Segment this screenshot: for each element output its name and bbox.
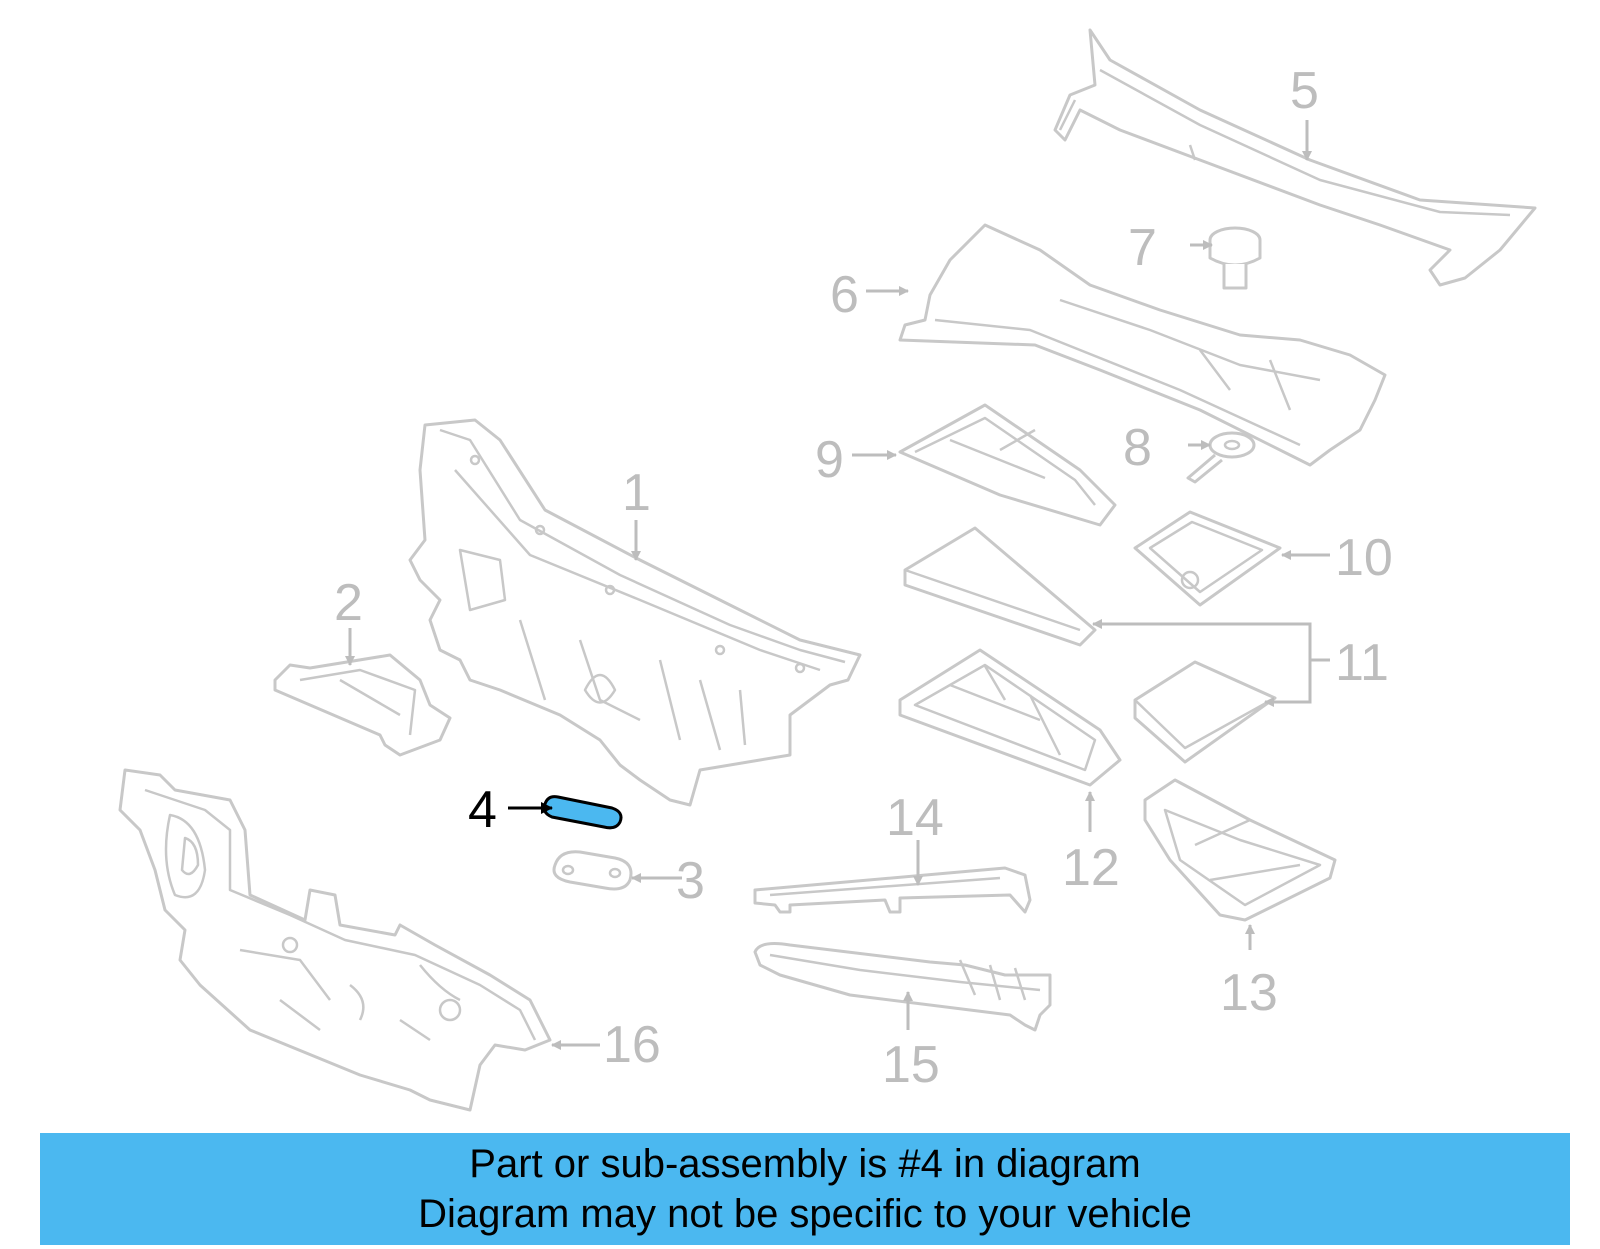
part-11-filter-pads (903, 526, 1277, 764)
part-12-filter-housing (898, 648, 1122, 787)
callout-7: 7 (1128, 219, 1157, 277)
part-15-bracket (753, 942, 1052, 1032)
part-6-cowl-grille (898, 223, 1387, 467)
part-16-insulator (118, 768, 552, 1112)
callout-6: 6 (830, 266, 859, 324)
banner-part-line: Part or sub-assembly is #4 in diagram (469, 1142, 1141, 1186)
callout-3: 3 (676, 852, 705, 910)
callout-2: 2 (334, 574, 363, 632)
callout-13: 13 (1220, 964, 1278, 1022)
callout-12: 12 (1062, 839, 1120, 897)
callout-14: 14 (886, 789, 944, 847)
banner-disclaimer-line: Diagram may not be specific to your vehi… (418, 1192, 1192, 1236)
info-banner: Part or sub-assembly is #4 in diagram Di… (40, 1133, 1570, 1245)
callout-8: 8 (1123, 419, 1152, 477)
part-4-seal-highlighted (542, 795, 623, 830)
part-8-grommet (1186, 431, 1256, 484)
part-13-duct-housing (1143, 778, 1337, 922)
callout-15: 15 (882, 1036, 940, 1094)
callout-10: 10 (1335, 529, 1393, 587)
callout-11: 11 (1335, 634, 1389, 692)
part-14-rail (753, 866, 1032, 914)
callout-9: 9 (815, 431, 844, 489)
part-5-cowl-panel (1053, 28, 1537, 287)
parts-diagram: 1 2 3 4 5 6 7 8 9 10 11 12 13 14 15 16 (118, 28, 1537, 1112)
callout-16: 16 (603, 1016, 661, 1074)
part-2-side-brace (273, 653, 452, 757)
callout-numbers: 1 2 3 4 5 6 7 8 9 10 11 12 13 14 15 16 (334, 62, 1393, 1094)
part-1-dash-panel (408, 418, 862, 807)
part-9-vent-tray (898, 403, 1117, 527)
callout-5: 5 (1290, 62, 1319, 120)
part-10-filter (1133, 510, 1282, 607)
part-3-grommet-plate (552, 850, 633, 891)
part-7-clip (1208, 226, 1262, 290)
leader-lines (345, 120, 1330, 1050)
callout-4: 4 (468, 781, 497, 839)
callout-1: 1 (622, 464, 651, 522)
